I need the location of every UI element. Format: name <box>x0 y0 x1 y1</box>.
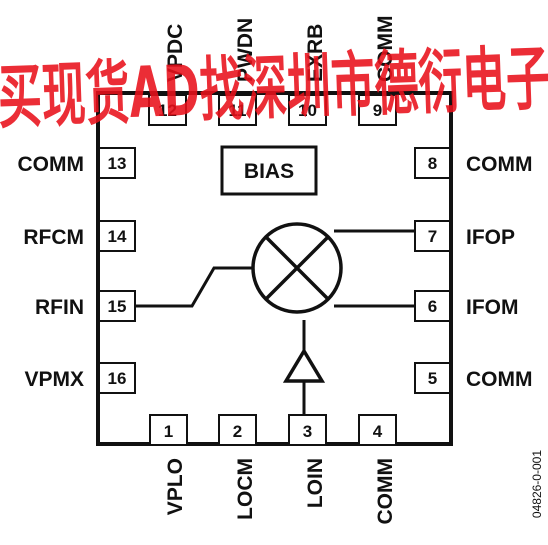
pin-16-box <box>98 362 136 394</box>
pin-9-number: 9 <box>373 101 382 120</box>
pin-5-number: 5 <box>428 369 437 388</box>
pin-7-number: 7 <box>428 227 437 246</box>
bias-label: BIAS <box>244 160 294 183</box>
pin-14-number: 14 <box>108 227 127 246</box>
watermark-text: 买现货AD找深圳市德衍电子 <box>0 37 548 138</box>
pin-2-name: LOCM <box>234 458 257 520</box>
pin-12-name: VPDC <box>164 24 187 82</box>
pin-4-number: 4 <box>373 422 383 441</box>
pin-11-number: 11 <box>229 101 247 120</box>
pin-5-name: COMM <box>466 368 533 391</box>
pin-15-number: 15 <box>108 297 127 316</box>
pin-16-name: VPMX <box>24 368 84 391</box>
pin-13-name: COMM <box>18 153 85 176</box>
pin-3-name: LOIN <box>304 458 327 508</box>
lo-buffer-triangle <box>282 347 326 383</box>
pin-9-name: COMM <box>374 16 397 83</box>
pin-7-box <box>414 220 451 252</box>
pin-2-number: 2 <box>233 422 242 441</box>
pin-3-box <box>288 414 327 446</box>
figure-code: 04826-0-001 <box>530 450 544 518</box>
pin-11-name: PWDN <box>234 18 257 82</box>
pin-13-number: 13 <box>108 154 127 173</box>
pin-10-number: 10 <box>298 101 317 120</box>
package-outline <box>96 91 453 446</box>
pin-14-name: RFCM <box>23 226 84 249</box>
internal-wiring <box>134 229 415 415</box>
pin-9-box <box>358 94 397 126</box>
pin-3-number: 3 <box>303 422 312 441</box>
pin-15-name: RFIN <box>35 296 84 319</box>
pin-16-number: 16 <box>108 369 127 388</box>
pin-8-box <box>414 147 451 179</box>
pin-12-box <box>148 94 187 126</box>
pin-4-box <box>358 414 397 446</box>
pin-8-number: 8 <box>428 154 437 173</box>
pin-14-box <box>98 220 136 252</box>
pin-6-box <box>414 290 451 322</box>
pin-15-box <box>98 290 136 322</box>
pin-6-name: IFOM <box>466 296 519 319</box>
bias-block <box>220 145 318 196</box>
pin-10-box <box>288 94 327 126</box>
pin-13-box <box>98 147 136 179</box>
pin-10-name: EXRB <box>304 24 327 82</box>
pin-1-number: 1 <box>164 422 173 441</box>
pin-4-name: COMM <box>374 458 397 525</box>
pin-2-box <box>218 414 257 446</box>
pin-8-name: COMM <box>466 153 533 176</box>
pin-6-number: 6 <box>428 297 437 316</box>
pin-5-box <box>414 362 451 394</box>
pin-7-name: IFOP <box>466 226 515 249</box>
pin-1-box <box>149 414 188 446</box>
mixer-symbol <box>251 222 343 314</box>
rf-input-wire <box>134 266 255 308</box>
pin-11-box <box>218 94 257 126</box>
pin-1-name: VPLO <box>164 458 187 515</box>
pin-12-number: 12 <box>158 101 177 120</box>
